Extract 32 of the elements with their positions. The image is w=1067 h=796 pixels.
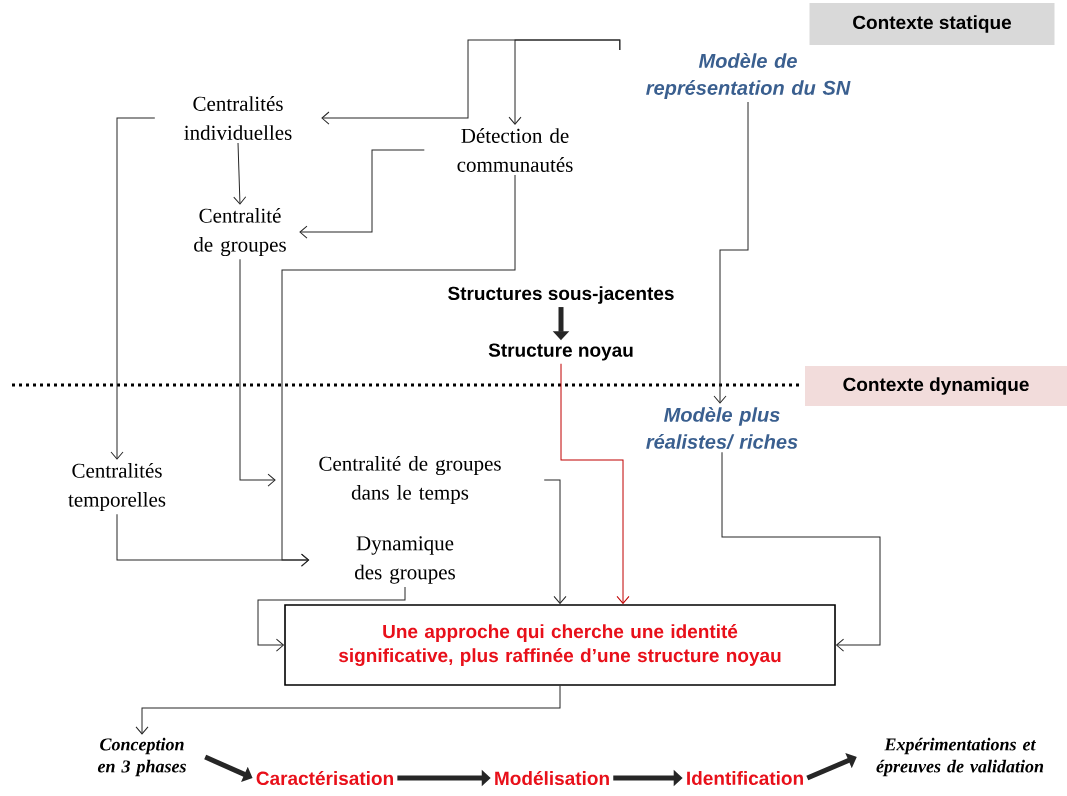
concept-label: Centralité de groupes dans le temps xyxy=(319,455,501,505)
model-label: Modèle de représentation du SN xyxy=(646,53,851,99)
structure-label: Structure noyau xyxy=(488,343,633,361)
step-label: Expérimentations et épreuves de validation xyxy=(876,737,1044,777)
arrow xyxy=(713,101,749,404)
arrow xyxy=(233,142,247,205)
concept-label: Centralités temporelles xyxy=(68,462,166,512)
concept-label: Détection de communautés xyxy=(457,128,573,172)
arrow xyxy=(116,513,310,567)
model-label: Modèle plus réalistes/ riches xyxy=(646,407,798,450)
context-box: Contexte dynamique xyxy=(805,366,1067,406)
arrow xyxy=(508,39,621,125)
arrow xyxy=(299,149,425,239)
arrow xyxy=(239,258,276,487)
step-label: Conception en 3 phases xyxy=(97,737,186,777)
arrow xyxy=(721,451,881,652)
concept-label: Centralité de groupes xyxy=(194,207,286,257)
step-label: Modélisation xyxy=(495,770,609,786)
approach-box: Une approche qui cherche une identité significative, plus raffinée d’une structure noyau xyxy=(284,604,836,686)
arrow xyxy=(560,363,630,604)
arrow xyxy=(135,685,561,735)
arrow xyxy=(110,117,156,460)
structure-label: Structures sous-jacentes xyxy=(448,286,674,304)
block-arrow xyxy=(204,754,253,782)
step-label: Caractérisation xyxy=(256,770,393,786)
concept-label: Centralités individuelles xyxy=(184,96,292,140)
concept-label: Dynamique des groupes xyxy=(355,536,455,584)
arrow xyxy=(257,586,406,652)
step-label: Identification xyxy=(687,771,803,785)
context-box: Contexte statique xyxy=(809,3,1055,45)
arrow xyxy=(543,479,567,604)
block-arrow xyxy=(806,752,857,781)
